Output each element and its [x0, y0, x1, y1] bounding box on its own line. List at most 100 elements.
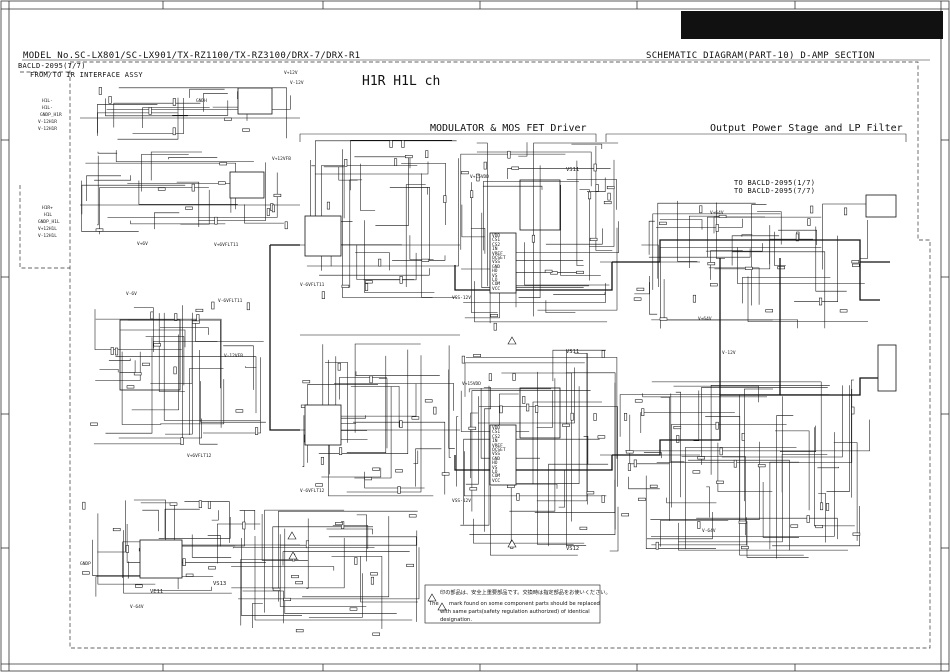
wire [652, 213, 781, 290]
wire [673, 385, 759, 403]
wire [97, 500, 126, 553]
resistor [192, 320, 200, 324]
rail-plus6vflt11: V+6VFLT11 [214, 243, 239, 248]
wire [97, 151, 118, 154]
resistor [273, 193, 282, 197]
wire [315, 140, 457, 242]
modulator-section-label: MODULATOR & MOS FET Driver [430, 123, 587, 134]
wire [264, 509, 345, 613]
wire [353, 421, 446, 495]
rail-minus6: V-6V [126, 292, 137, 297]
resistor [461, 355, 465, 364]
resistor [692, 470, 701, 474]
wire [461, 204, 485, 238]
wire [818, 493, 826, 543]
resistor [512, 373, 516, 381]
wire [244, 204, 284, 224]
wire [133, 307, 154, 352]
wire [318, 349, 409, 454]
conn2-pin-1: H1R+ [42, 206, 53, 211]
resistor [718, 214, 727, 218]
wire [645, 475, 716, 549]
channel-label: H1R H1L ch [362, 74, 441, 89]
wire [150, 318, 193, 384]
resistor [593, 163, 597, 172]
driver-pin-label: VCC [492, 478, 501, 484]
resistor [191, 183, 195, 192]
resistor [625, 450, 634, 454]
resistor [676, 435, 680, 443]
driver-pin-label: OCSET [492, 256, 506, 261]
rail-gndh: GNDH [196, 99, 207, 104]
resistor [405, 155, 413, 159]
resistor [741, 433, 745, 441]
wire [118, 418, 202, 439]
resistor [852, 263, 860, 267]
wire [375, 155, 409, 226]
wire [240, 559, 299, 626]
resistor [531, 234, 535, 243]
output-connector [865, 194, 897, 392]
wire [774, 231, 786, 266]
wire [705, 243, 763, 252]
sheet-title: SCHEMATIC DIAGRAM(PART-10) D-AMP SECTION [646, 51, 875, 61]
wire [180, 189, 210, 225]
wire [319, 268, 430, 276]
wire [545, 300, 576, 313]
resistor [641, 408, 645, 416]
resistor [469, 487, 478, 491]
wire [851, 379, 854, 498]
resistor [365, 283, 369, 291]
wire [651, 517, 747, 546]
wire [105, 337, 153, 434]
resistor [511, 166, 519, 170]
wire [574, 353, 588, 505]
wire [168, 157, 218, 160]
wire [646, 512, 713, 540]
rail-vss12: VSS-12V [452, 296, 471, 301]
wire [533, 142, 619, 317]
wire [158, 517, 231, 539]
driver-pin-label: HO [492, 269, 498, 275]
wire [245, 366, 257, 368]
resistor [198, 500, 202, 508]
wire [350, 140, 452, 191]
resistor [397, 486, 401, 494]
wire [153, 586, 212, 591]
resistor [354, 557, 358, 565]
resistor [321, 291, 325, 299]
driver-pin-label: CS2 [492, 434, 501, 440]
resistor [182, 558, 186, 566]
wire [81, 180, 139, 232]
resistor [738, 520, 747, 524]
resistor [401, 140, 405, 148]
resistor [473, 354, 481, 358]
wire [332, 525, 369, 550]
wire [476, 151, 592, 187]
resistor [733, 459, 737, 468]
wire [628, 476, 660, 490]
resistor [589, 237, 598, 241]
wire [141, 154, 189, 192]
wire [99, 369, 119, 373]
resistor [597, 435, 606, 439]
wire [650, 441, 760, 520]
wire [463, 438, 600, 525]
wire [860, 220, 868, 259]
wire [780, 425, 816, 452]
wire [516, 386, 580, 484]
resistor [195, 308, 204, 312]
wire [707, 216, 822, 257]
driver-pin-label: LO [492, 278, 498, 283]
resistor [126, 385, 135, 389]
resistor [95, 228, 104, 232]
resistor [370, 576, 374, 585]
wire [378, 378, 388, 449]
resistor [341, 521, 345, 529]
rail-vss12-b: VSS-12V [452, 499, 471, 504]
resistor [526, 403, 530, 412]
driver-pin-label: CS1 [492, 238, 501, 244]
resistor [421, 258, 430, 262]
wire [678, 522, 848, 551]
